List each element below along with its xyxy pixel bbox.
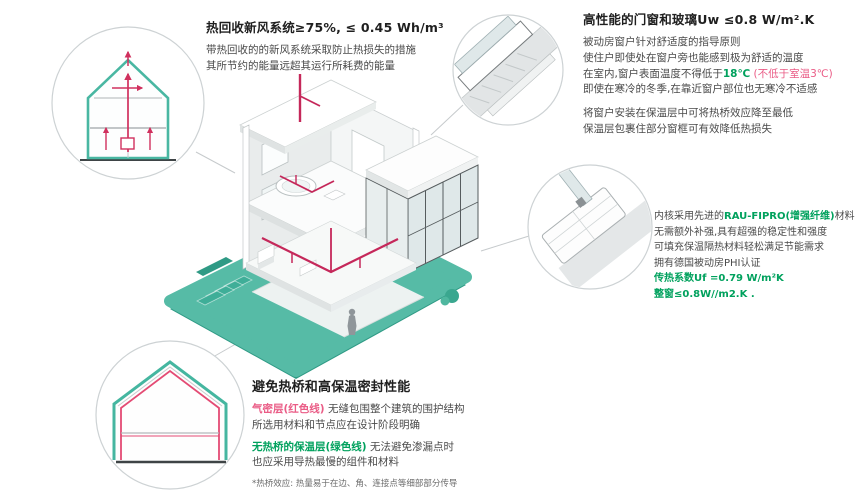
thermal-line-4: 也应采用导热最慢的组件和材料 [252,456,399,469]
thermal-line-3: 无热桥的保温层(绿色线) 无法避免渗漏点时 [252,440,464,456]
windows-line-5: 将窗户安装在保温层中可将热桥效应降至最低 [583,107,793,119]
profile-line-1-post: 材料 [834,211,855,222]
insulation-layer-label: 无热桥的保温层(绿色线) [252,440,367,453]
thermal-text-block: 避免热桥和高保温密封性能 气密层(红色线) 无缝包围整个建筑的围护结构 所选用材… [252,376,464,489]
profile-uf-value: 传热系数Uf =0.79 W/m²K [654,273,784,284]
windows-line-2: 使住户即使处在窗户旁也能感到极为舒适的温度 [583,51,804,64]
house-cutaway [239,74,479,335]
profile-line-3: 可填充保温隔热材料轻松满足节能需求 [654,242,824,253]
windows-line-3-text: 在室内,窗户表面温度不得低于 [583,67,723,80]
callout-window-profile [527,164,653,290]
ventilation-text-block: 热回收新风系统≥75%, ≤ 0.45 Wh/m³ 带热回收的的新风系统采取防止… [206,17,444,75]
profile-line-4: 拥有德国被动房PHI认证 [654,257,761,269]
callout-thermal-envelope [95,340,245,490]
ventilation-title: 热回收新风系统≥75%, ≤ 0.45 Wh/m³ [206,20,444,35]
windows-title: 高性能的门窗和玻璃Uw ≤0.8 W/m².K [583,12,815,27]
callout-heat-recovery [51,26,205,180]
profile-text-block: 内核采用先进的RAU-FIPRO(增强纤维)材料 无需额外补强,具有超强的稳定性… [654,209,855,302]
person-figure [347,308,357,335]
thermal-line-3-text: 无法避免渗漏点时 [366,440,454,453]
profile-uw-value: 整窗≤0.8W//m2.K . [654,288,755,300]
material-highlight: RAU-FIPRO(增强纤维) [724,211,835,222]
thermal-line-1-text: 无缝包围整个建筑的围护结构 [324,403,465,415]
thermal-line-2: 所选用材料和节点应在设计阶段明确 [252,418,420,431]
temperature-highlight: 18℃ [722,67,751,80]
profile-line-2: 无需额外补强,具有超强的稳定性和强度 [654,226,828,238]
temperature-note: (不低于室温3℃) [750,67,833,80]
callout-window-corner [452,14,564,126]
sink [323,189,346,201]
windows-line-6: 保温层包裹住部分窗框可有效降低热损失 [583,122,772,135]
windows-text-block: 高性能的门窗和玻璃Uw ≤0.8 W/m².K 被动房窗户针对舒适度的指导原则 … [583,9,833,138]
ventilation-ducts [261,74,399,274]
profile-line-1-pre: 内核采用先进的 [654,211,724,222]
ventilation-body-2: 其所节约的能量远超其运行所耗费的能量 [206,59,395,72]
ventilation-body-1: 带热回收的的新风系统采取防止热损失的措施 [206,44,416,56]
profile-line-1: 内核采用先进的RAU-FIPRO(增强纤维)材料 [654,209,855,225]
thermal-title: 避免热桥和高保温密封性能 [252,380,411,395]
windows-line-3: 在室内,窗户表面温度不得低于18℃ (不低于室温3℃) [583,67,833,83]
windows-line-4: 即使在寒冷的冬季,在靠近窗户部位也无寒冷不适感 [583,83,818,96]
thermal-line-1: 气密层(红色线) 无缝包围整个建筑的围护结构 [252,402,464,418]
shrub-small-icon [440,296,450,306]
planter-wall [196,257,233,276]
thermal-footnote: *热桥效应: 热量易于在边、角、连接点等细部部分传导 [252,479,458,489]
airtight-layer-red [120,369,220,460]
heat-exchanger-unit [120,137,135,150]
windows-line-1: 被动房窗户针对舒适度的指导原则 [583,36,741,48]
glass-wing [365,135,479,273]
airtight-layer-label: 气密层(红色线) [252,403,325,415]
garden-stairs [196,275,253,306]
